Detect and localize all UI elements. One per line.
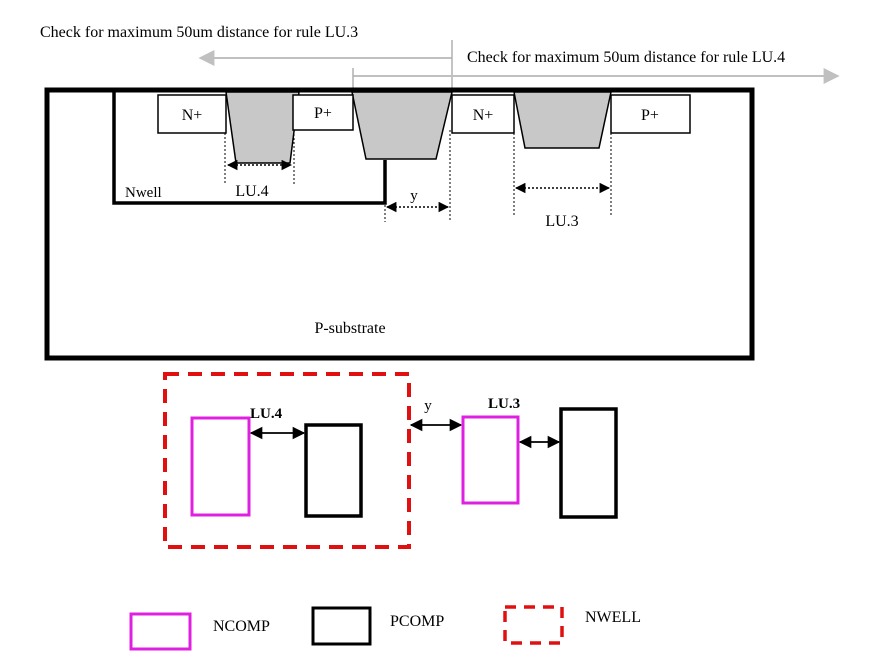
lu4-layout-label: LU.4 [250,406,283,422]
nwell-label: Nwell [125,185,162,201]
lu3-dimension-label: LU.3 [545,213,578,230]
n-plus-left-label: N+ [182,107,203,124]
lu4-check-label: Check for maximum 50um distance for rule… [467,49,785,66]
pcomp-layout-box-right [559,407,618,519]
sti-trench-3 [513,91,612,149]
p-substrate-label: P-substrate [314,320,385,337]
pcomp-layout-box-left [304,423,363,518]
n-plus-right-label: N+ [473,107,494,124]
lu4-dimension-label: LU.4 [235,183,268,200]
y-dimension-label: y [410,188,418,204]
legend-ncomp-label: NCOMP [213,618,270,635]
p-plus-right-label: P+ [641,107,659,124]
y-layout-label: y [424,398,432,414]
p-substrate-outline [44,87,755,361]
legend-nwell-swatch [503,605,564,645]
legend-pcomp-label: PCOMP [390,613,444,630]
nwell-layout-box [163,372,411,549]
p-plus-right-box [610,94,691,134]
legend-ncomp-swatch [129,612,192,651]
legend-nwell-label: NWELL [585,609,641,626]
legend: NCOMP PCOMP NWELL [129,605,641,651]
n-plus-left-box [157,94,227,134]
ncomp-layout-box-left [190,416,251,517]
lu3-check-label: Check for maximum 50um distance for rule… [40,24,358,41]
p-plus-left-label: P+ [314,105,332,122]
sti-trench-2 [351,91,453,160]
dimension-guides [224,130,612,222]
nwell-outline [112,92,387,205]
ncomp-layout-box-right [461,415,520,505]
p-plus-left-box [292,94,354,131]
lu3-layout-label: LU.3 [488,396,520,412]
sti-trench-1 [225,91,300,164]
legend-pcomp-swatch [311,606,372,646]
n-plus-right-box [451,94,515,134]
